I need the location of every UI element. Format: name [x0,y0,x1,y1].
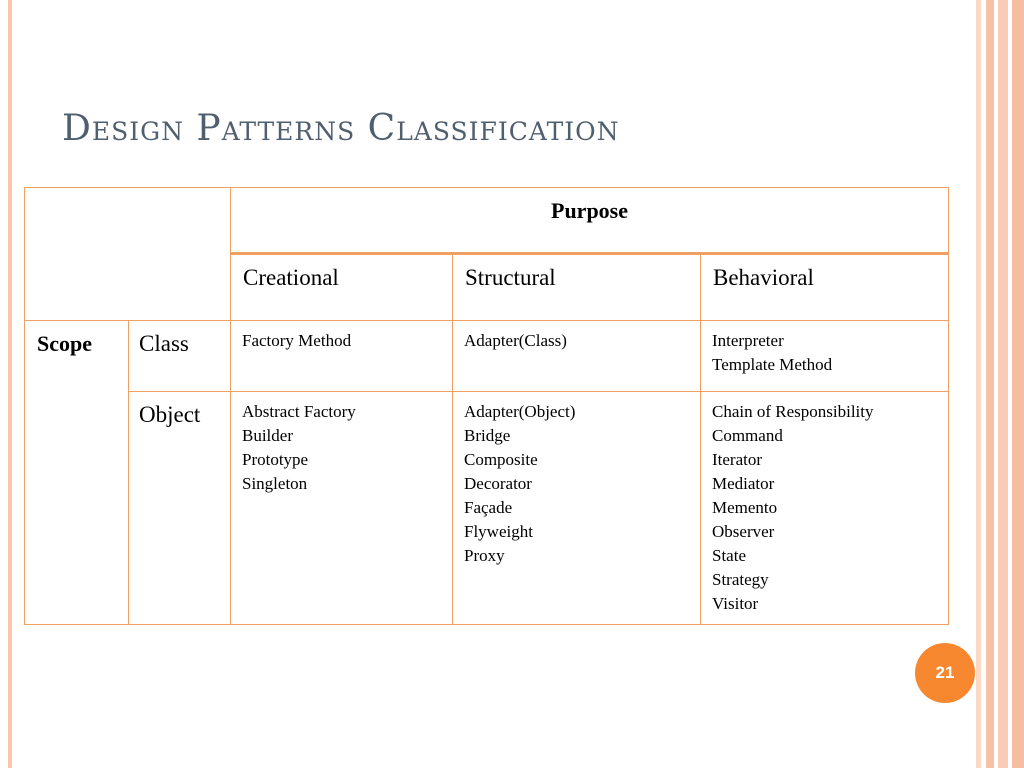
pattern-name: Adapter(Object) [464,402,576,421]
table-header-row: Purpose [24,187,949,321]
pattern-name: Mediator [712,474,775,493]
pattern-name: Façade [464,498,513,517]
page-number-badge: 21 [915,643,975,703]
category-creational: Creational [230,253,453,321]
pattern-name: Memento [712,498,778,517]
scope-object-label: Object [128,391,231,625]
table-row: Scope Class Factory Method Adapter(Class… [24,320,949,625]
scope-header: Scope [24,320,129,625]
pattern-name: Interpreter [712,331,784,350]
right-decorative-stripe [976,0,981,768]
category-behavioral: Behavioral [700,253,949,321]
scope-class-label: Class [128,320,231,392]
purpose-header: Purpose [230,187,949,255]
class-creational-cell: Factory Method [230,320,453,392]
pattern-name: Proxy [464,546,505,565]
right-decorative-stripe [1012,0,1024,768]
pattern-name: Strategy [712,570,769,589]
right-decorative-stripe [986,0,994,768]
pattern-name: Command [712,426,783,445]
pattern-name: Bridge [464,426,511,445]
category-header-row: Creational Structural Behavioral [25,253,949,321]
slide-title: Design Patterns Classification [62,108,620,149]
pattern-name: Template Method [712,355,833,374]
empty-corner-cell [24,187,231,321]
class-structural-cell: Adapter(Class) [452,320,701,392]
category-structural: Structural [452,253,701,321]
pattern-name: Factory Method [242,331,352,350]
pattern-name: Prototype [242,450,309,469]
right-decorative-stripe [998,0,1008,768]
pattern-name: Abstract Factory [242,402,356,421]
pattern-name: Composite [464,450,538,469]
pattern-name: Adapter(Class) [464,331,567,350]
design-patterns-table: Purpose Creational Structural Behavioral… [24,187,949,625]
pattern-name: Decorator [464,474,532,493]
pattern-name: Visitor [712,594,759,613]
pattern-name: Flyweight [464,522,533,541]
pattern-name: State [712,546,746,565]
pattern-name: Builder [242,426,293,445]
pattern-name: Iterator [712,450,763,469]
pattern-name: Singleton [242,474,308,493]
pattern-name: Chain of Responsibility [712,402,874,421]
left-decorative-border [8,0,12,768]
pattern-name: Observer [712,522,775,541]
